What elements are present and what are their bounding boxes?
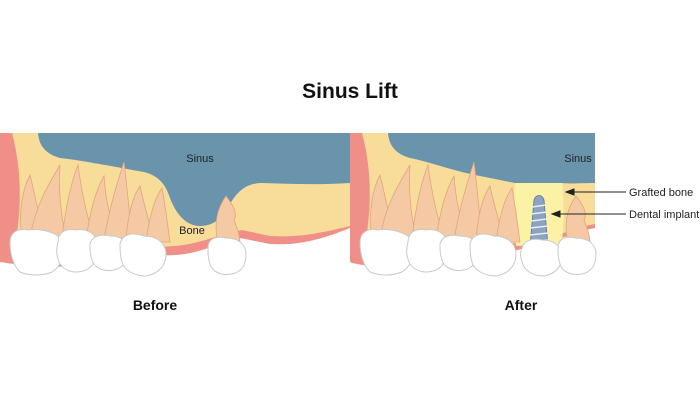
sinus-label: Sinus [564,153,592,165]
before-caption: Before [132,297,178,313]
dental-implant [529,195,549,247]
grafted-bone-label: Grafted bone [629,187,693,199]
tooth-roots [20,161,241,245]
before-illustration: Sinus Bone [0,133,350,277]
tooth-crowns [9,229,247,277]
after-caption: After [504,297,538,313]
tooth-crowns [359,229,597,277]
after-illustration: Sinus Grafted bone Dental implant [350,133,699,277]
sinus-cavity [38,133,350,226]
bone-label: Bone [179,225,205,237]
dental-implant-label: Dental implant [629,209,699,221]
tooth-roots [370,161,591,245]
label-pointers [550,188,626,218]
sinus-label: Sinus [186,153,214,165]
diagram-title: Sinus Lift [302,80,398,103]
sinus-cavity [388,133,595,184]
